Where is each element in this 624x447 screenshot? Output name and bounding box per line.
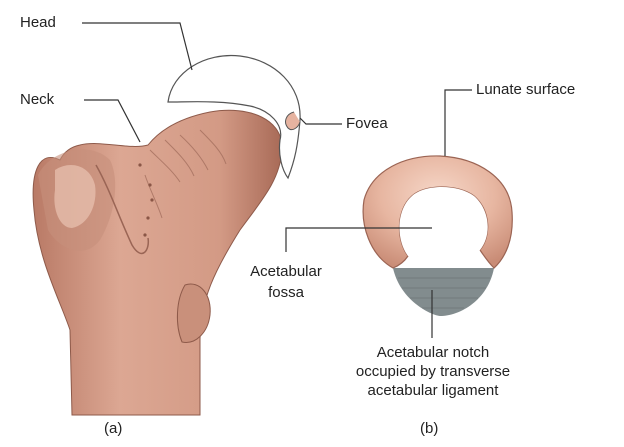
neck-leader [84, 100, 140, 142]
acetabular-notch-label-line1: Acetabular notch [320, 344, 546, 361]
acetabulum [363, 156, 512, 316]
acetabular-notch-label-line3: acetabular ligament [320, 382, 546, 399]
acetabular-fossa [399, 187, 487, 260]
acetabular-notch-label: Acetabular notch occupied by transverse … [320, 344, 546, 399]
head-label: Head [20, 14, 56, 31]
transverse-ligament [393, 268, 494, 316]
acetabular-fossa-label: Acetabular fossa [228, 263, 344, 301]
fovea-leader [300, 118, 342, 124]
neck-label: Neck [20, 91, 54, 108]
lunate-surface-label: Lunate surface [476, 81, 575, 98]
acetabular-fossa-label-line2: fossa [228, 284, 344, 301]
lunate-leader [445, 90, 472, 156]
lesser-trochanter [177, 284, 210, 342]
acetabular-notch-label-line2: occupied by transverse [320, 363, 546, 380]
head-leader [82, 23, 192, 70]
caption-a: (a) [104, 420, 122, 437]
fovea-label: Fovea [346, 115, 388, 132]
acetabular-fossa-label-line1: Acetabular [228, 263, 344, 280]
caption-b: (b) [420, 420, 438, 437]
femur-proximal [33, 55, 300, 415]
